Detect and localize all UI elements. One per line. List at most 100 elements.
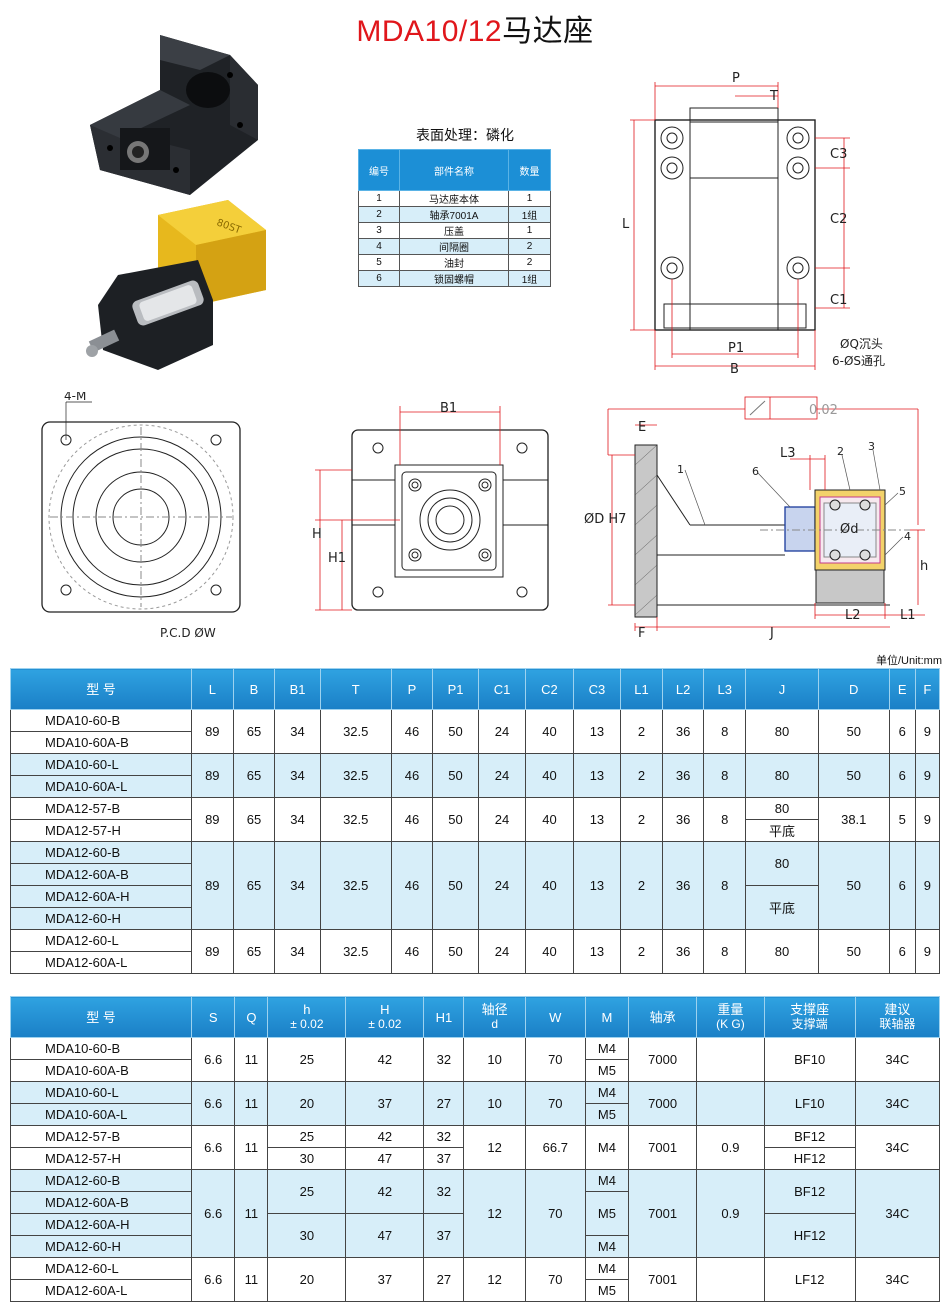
value-cell: 40 [525, 929, 574, 974]
value-cell: 37 [423, 1213, 465, 1258]
t1-header: E [888, 668, 916, 710]
value-cell: 6 [888, 709, 916, 754]
value-cell: 37 [345, 1081, 425, 1126]
value-cell: 6.6 [190, 1257, 236, 1302]
dim-L: L [622, 217, 630, 232]
value-cell: 8 [703, 929, 747, 974]
value-cell: 10 [463, 1037, 526, 1082]
value-cell: 20 [267, 1257, 347, 1302]
t2-header: W [524, 996, 586, 1038]
part-qty: 1组 [508, 270, 551, 287]
callout-5: 5 [899, 485, 906, 498]
dim-C2: C2 [830, 212, 847, 227]
value-cell: 7001 [628, 1257, 698, 1302]
t1-header: P1 [432, 668, 479, 710]
m-thread: M5 [584, 1103, 630, 1126]
value-cell: 0.9 [696, 1169, 765, 1258]
value-cell: 9 [914, 929, 941, 974]
dim-H1: H1 [328, 551, 346, 566]
value-cell: 50 [432, 709, 479, 754]
value-cell: 40 [525, 709, 574, 754]
t2-header: H± 0.02 [345, 996, 425, 1038]
t2-header: h± 0.02 [267, 996, 347, 1038]
header-label: 支撑座 [790, 1002, 830, 1017]
value-cell: 32.5 [319, 709, 392, 754]
value-cell: 70 [524, 1169, 586, 1258]
value-cell: 2 [620, 929, 663, 974]
part-no: 2 [358, 206, 400, 223]
dim-D: ØD H7 [584, 512, 626, 527]
value-cell: 9 [914, 797, 941, 842]
m-thread: M4 [584, 1081, 630, 1104]
table-row: MDA12-60A-B [10, 863, 940, 886]
value-cell: 13 [572, 753, 622, 798]
value-cell: 46 [390, 753, 434, 798]
m-thread: M5 [584, 1059, 630, 1082]
parts-header-no: 编号 [358, 149, 400, 191]
header-label: 建议 [884, 1002, 911, 1017]
value-cell: 30 [267, 1147, 347, 1170]
value-cell: LF12 [763, 1257, 856, 1302]
t2-header: 重量(K G) [696, 996, 765, 1038]
dim-B1: B1 [440, 401, 457, 416]
value-cell: 89 [191, 797, 234, 842]
dim-h: h [920, 559, 928, 574]
value-cell: 9 [914, 753, 941, 798]
value-cell: 24 [477, 797, 527, 842]
hole-callout-counterbore: ØQ沉头 [840, 337, 883, 351]
t1-header: L2 [661, 668, 705, 710]
part-name: 轴承7001A [399, 206, 509, 223]
product-photo-assembly: 80ST [86, 200, 266, 370]
value-cell: 89 [191, 709, 234, 754]
value-cell: 11 [234, 1125, 269, 1170]
model-cell: MDA12-60-H [10, 1235, 192, 1258]
value-cell: 24 [477, 709, 527, 754]
t2-header: S [190, 996, 236, 1038]
model-cell: MDA12-57-H [10, 1147, 192, 1170]
value-cell: 11 [234, 1037, 269, 1082]
header-sublabel: 支撑端 [791, 1017, 828, 1031]
dim-4M: 4-M [64, 392, 86, 403]
part-qty: 1组 [508, 206, 551, 223]
model-cell: MDA10-60-B [10, 709, 192, 732]
value-cell: 50 [432, 929, 479, 974]
value-cell: 27 [423, 1257, 465, 1302]
header-label: h [303, 1002, 311, 1017]
value-cell: LF10 [763, 1081, 856, 1126]
value-cell: 34C [854, 1125, 941, 1170]
model-cell: MDA12-60-L [10, 1257, 192, 1280]
t1-header: L3 [703, 668, 747, 710]
part-name: 间隔圈 [399, 238, 509, 255]
value-cell: HF12 [763, 1213, 856, 1258]
value-cell: 34 [274, 709, 321, 754]
dim-L3: L3 [780, 446, 796, 461]
model-cell: MDA12-60A-L [10, 1279, 192, 1302]
part-name: 锁固螺帽 [399, 270, 509, 287]
value-cell: 6 [888, 753, 916, 798]
value-cell: 46 [390, 841, 434, 930]
part-qty: 1 [508, 190, 551, 207]
product-photo-mount [90, 35, 258, 195]
value-cell: BF12 [763, 1125, 856, 1148]
dim-H: H [312, 527, 322, 542]
part-qty: 2 [508, 254, 551, 271]
value-cell: 34 [274, 929, 321, 974]
value-cell [696, 1081, 765, 1126]
parts-header-qty: 数量 [508, 149, 551, 191]
callout-6: 6 [752, 465, 759, 478]
value-cell [696, 1257, 765, 1302]
model-cell: MDA12-60A-B [10, 863, 192, 886]
value-cell: 50 [432, 753, 479, 798]
value-cell: 7001 [628, 1169, 698, 1258]
model-cell: MDA10-60-B [10, 1037, 192, 1060]
spec-table-dimensions: 型 号 L B B1 T P P1 C1 C2 C3 L1 L2 L3 J D … [10, 668, 941, 974]
m-thread: M4 [584, 1037, 630, 1060]
